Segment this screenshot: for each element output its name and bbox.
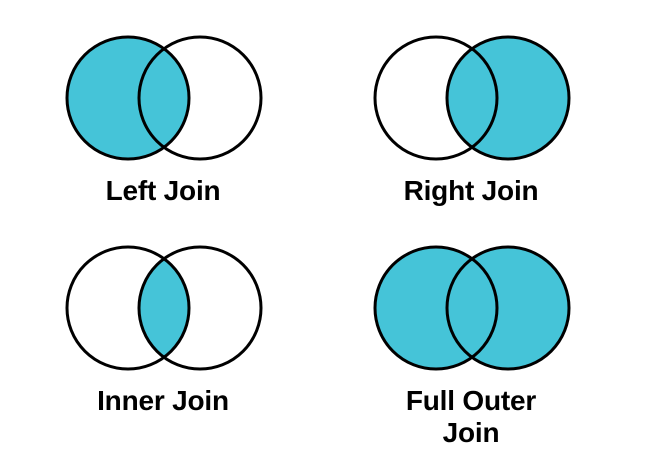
diagram-panel-left-join: Left Join bbox=[19, 33, 307, 207]
diagram-label-inner-join: Inner Join bbox=[97, 385, 229, 416]
diagram-label-left-join: Left Join bbox=[105, 175, 221, 206]
left-circle-outline bbox=[65, 245, 191, 371]
diagram-panel-inner-join: Inner Join bbox=[19, 243, 307, 417]
diagram-label-full-outer-join: Full Outer Join bbox=[405, 385, 537, 449]
right-circle-outline bbox=[445, 35, 571, 161]
venn-inner-join bbox=[63, 243, 263, 373]
overlap-fill bbox=[139, 247, 189, 369]
diagram-panel-full-outer-join: Full Outer Join bbox=[327, 243, 615, 450]
venn-svg-full-outer-join bbox=[373, 245, 571, 371]
diagram-label-right-join: Right Join bbox=[403, 175, 539, 206]
venn-svg-right-join bbox=[373, 35, 571, 161]
left-circle-outline bbox=[65, 35, 191, 161]
venn-right-join bbox=[371, 33, 571, 163]
venn-svg-left-join bbox=[65, 35, 263, 161]
right-circle-fill bbox=[447, 247, 569, 369]
left-circle-fill bbox=[67, 37, 189, 159]
right-circle-outline bbox=[137, 245, 263, 371]
right-circle-fill bbox=[447, 37, 569, 159]
venn-svg-inner-join bbox=[65, 245, 263, 371]
left-circle-outline bbox=[373, 245, 499, 371]
venn-full-outer-join bbox=[371, 243, 571, 373]
left-circle-outline bbox=[373, 35, 499, 161]
right-circle-outline bbox=[137, 35, 263, 161]
venn-left-join bbox=[63, 33, 263, 163]
diagram-panel-right-join: Right Join bbox=[327, 33, 615, 207]
right-circle-outline bbox=[445, 245, 571, 371]
